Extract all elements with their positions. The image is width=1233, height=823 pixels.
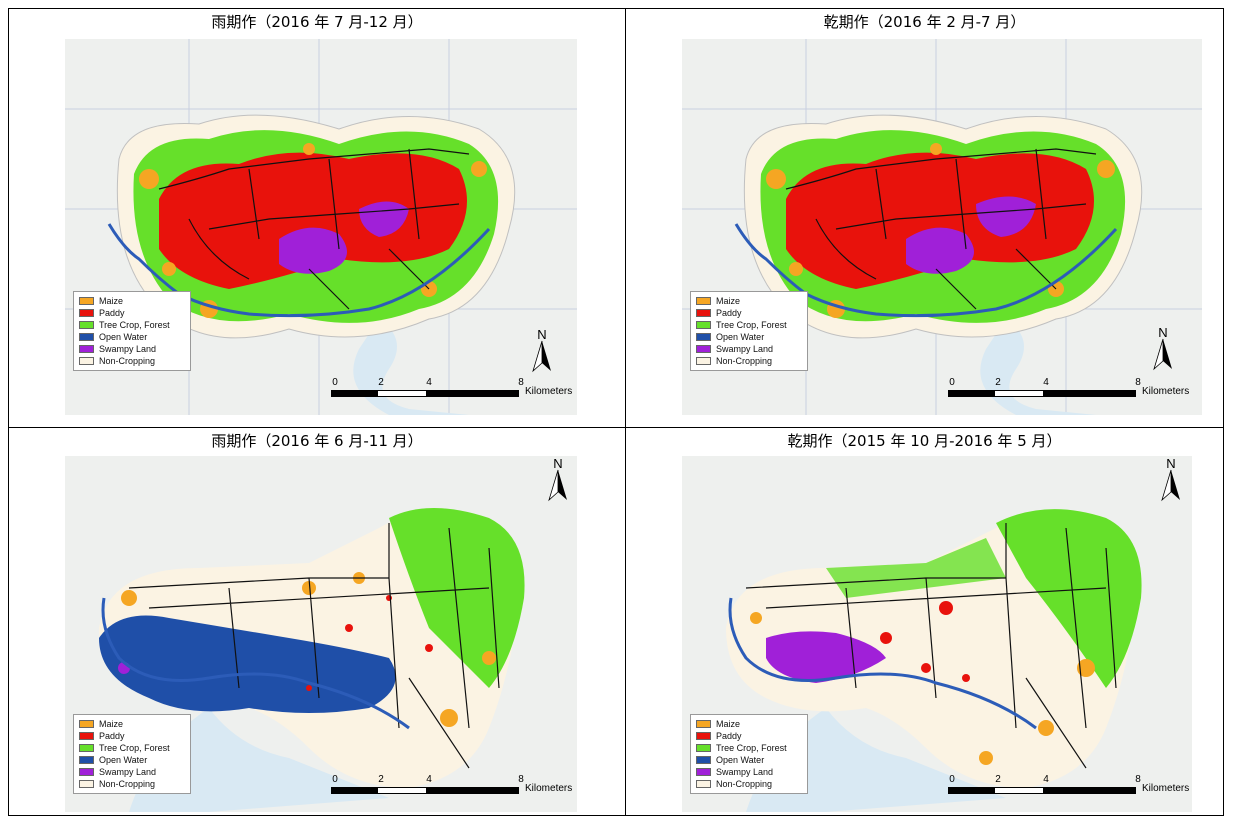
map-legend: Maize Paddy Tree Crop, Forest Open Water… — [73, 291, 191, 371]
legend-item: Tree Crop, Forest — [79, 319, 184, 331]
map-panel-rainy-2016: 雨期作（2016 年 7 月-12 月） Maize Paddy Tree Cr… — [9, 9, 625, 427]
panel-title: 雨期作（2016 年 7 月-12 月） — [211, 13, 423, 31]
land-use-map — [65, 456, 577, 812]
figure-grid: 雨期作（2016 年 7 月-12 月） Maize Paddy Tree Cr… — [8, 8, 1224, 816]
grid-divider-horizontal — [9, 427, 1223, 428]
irrigation-boundaries — [158, 148, 470, 310]
land-use-map — [682, 456, 1192, 812]
map-panel-dry-2015-2016: 乾期作（2015 年 10 月-2016 年 5 月） Maize Paddy … — [626, 428, 1223, 815]
north-arrow: N — [1148, 325, 1178, 371]
non-cropping-swatch — [79, 357, 94, 365]
map-panel-dry-2016: 乾期作（2016 年 2 月-7 月） Maize Paddy Tree Cro… — [626, 9, 1223, 427]
legend-item: Maize — [79, 295, 184, 307]
paddy-swatch — [79, 309, 94, 317]
paddy-area — [159, 152, 467, 289]
panel-title: 乾期作（2016 年 2 月-7 月） — [823, 13, 1026, 31]
map-legend: Maize Paddy Tree Crop, Forest Open Water… — [690, 714, 808, 794]
north-arrow: N — [1156, 456, 1186, 502]
open-water-swatch — [79, 333, 94, 341]
panel-title: 雨期作（2016 年 6 月-11 月） — [211, 432, 423, 450]
north-arrow: N — [527, 327, 557, 373]
maize-swatch — [79, 297, 94, 305]
legend-item: Swampy Land — [79, 343, 184, 355]
legend-item: Non-Cropping — [79, 355, 184, 367]
map-legend: Maize Paddy Tree Crop, Forest Open Water… — [690, 291, 808, 371]
legend-item: Paddy — [79, 307, 184, 319]
tree-crop-swatch — [79, 321, 94, 329]
map-legend: Maize Paddy Tree Crop, Forest Open Water… — [73, 714, 191, 794]
panel-title: 乾期作（2015 年 10 月-2016 年 5 月） — [787, 432, 1062, 450]
river — [107, 223, 491, 318]
land-use-map — [682, 39, 1202, 415]
swampy-land-area — [279, 201, 409, 274]
grid-divider-vertical — [625, 9, 626, 815]
legend-item: Open Water — [79, 331, 184, 343]
map-panel-rainy-2016-b: 雨期作（2016 年 6 月-11 月） Maize Paddy Tree Cr… — [9, 428, 625, 815]
swampy-land-swatch — [79, 345, 94, 353]
north-arrow: N — [543, 456, 573, 502]
